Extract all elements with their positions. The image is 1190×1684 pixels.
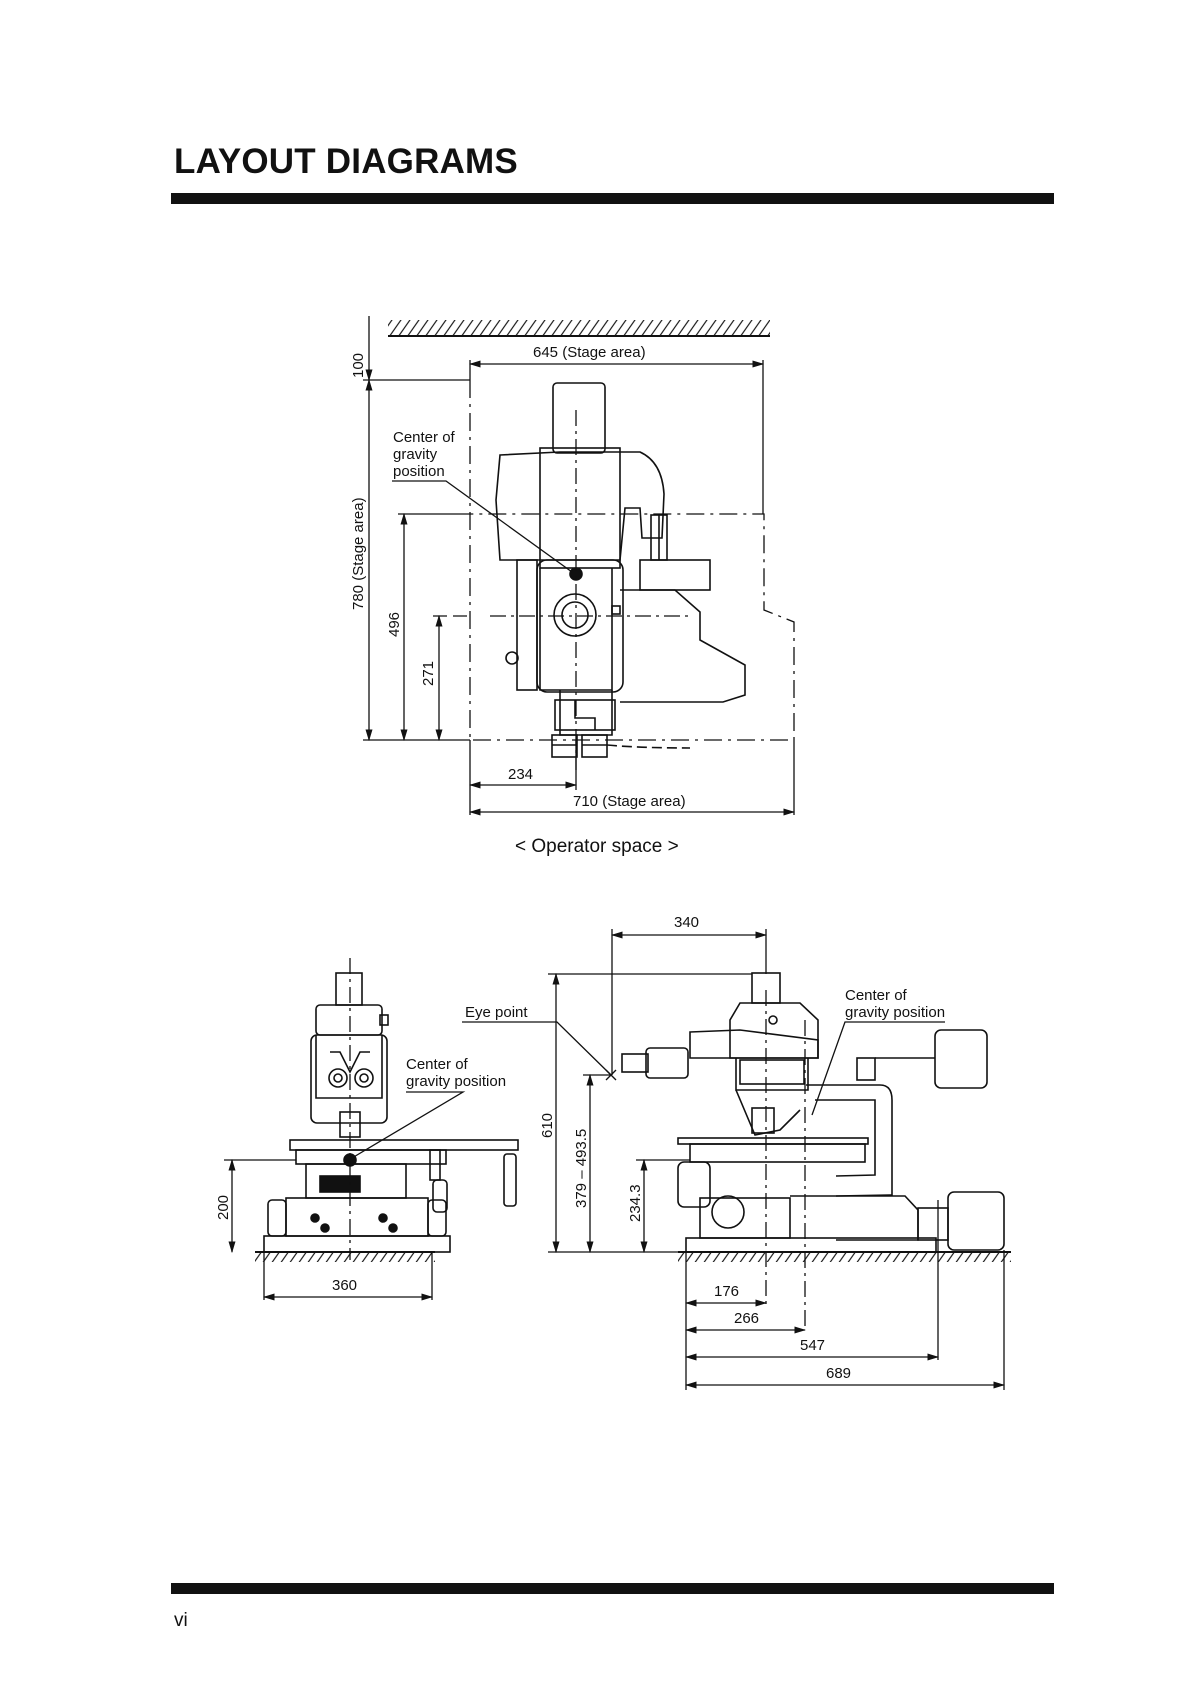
height-234-3-label: 234.3 [627,1184,644,1222]
stage-depth-label: 780 (Stage area) [350,497,367,610]
eye-range-label: 379 – 493.5 [573,1129,590,1208]
stage-710-label: 710 (Stage area) [573,793,686,810]
cog-top-line1: Center of [393,429,456,446]
dim-234-label: 234 [508,766,533,783]
width-360-label: 360 [332,1277,357,1294]
dim-176-label: 176 [714,1283,739,1300]
microscope-top-view [496,383,745,757]
dim-689-label: 689 [826,1365,851,1382]
operator-space-caption: < Operator space > [515,836,679,857]
eye-point-leader [462,1022,611,1075]
wall-clearance-label: 100 [350,353,367,378]
dim-547-label: 547 [800,1337,825,1354]
top-view [363,316,794,815]
cog-top-line3: position [393,463,445,480]
cog-side-line2: gravity position [845,1004,945,1021]
cog-front-line2: gravity position [406,1073,506,1090]
wall-hatch [388,320,770,336]
cog-top-line2: gravity [393,446,438,463]
page-number: vi [174,1610,188,1632]
dim-340-label: 340 [674,914,699,931]
dim-271-label: 271 [420,661,437,686]
cog-leader-top [392,481,572,572]
dim-496-label: 496 [386,612,403,637]
cog-side-line1: Center of [845,987,908,1004]
stage-width-label: 645 (Stage area) [533,344,646,361]
eye-point-label: Eye point [465,1004,528,1021]
height-200-label: 200 [215,1195,232,1220]
dim-266-label: 266 [734,1310,759,1327]
floor-hatch-side [678,1252,1011,1262]
cog-front-line1: Center of [406,1056,469,1073]
footer-rule [171,1583,1054,1594]
cog-leader-side [812,1022,945,1115]
height-610-label: 610 [539,1113,556,1138]
floor-hatch-front [255,1252,435,1262]
cog-leader-front [352,1092,463,1158]
